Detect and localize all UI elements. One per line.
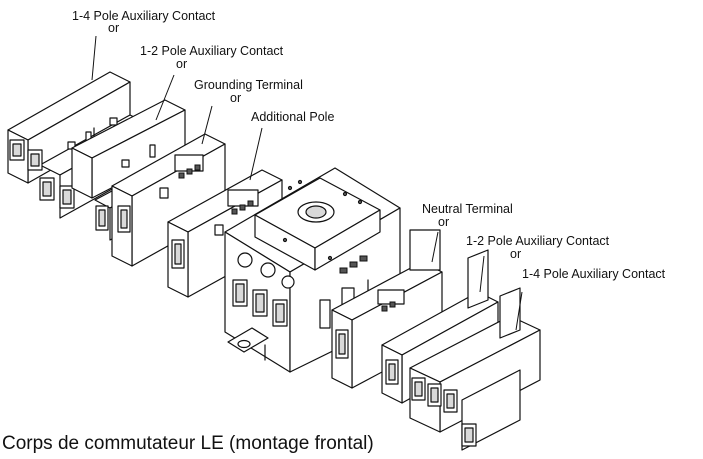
callout-right-2-label: 1-2 Pole Auxiliary Contact <box>466 234 610 248</box>
switch-body <box>224 167 401 373</box>
callout-left-3-label: Grounding Terminal <box>194 78 303 92</box>
neutral-terminal-right <box>331 229 443 389</box>
callout-left-1-or: or <box>108 21 120 35</box>
figure-caption: Corps de commutateur LE (montage frontal… <box>2 433 374 454</box>
callout-left-1-label: 1-4 Pole Auxiliary Contact <box>72 9 216 23</box>
callout-left-2-or: or <box>176 57 188 71</box>
callout-right-3-label: 1-4 Pole Auxiliary Contact <box>522 267 666 281</box>
callout-left-3-or: or <box>230 91 242 105</box>
aux-contact-1-4-right <box>409 287 541 451</box>
callout-left-4-label: Additional Pole <box>251 110 335 124</box>
callout-right-1-label: Neutral Terminal <box>422 202 513 216</box>
leader-lines <box>91 35 523 331</box>
grounding-terminal-left <box>111 133 226 267</box>
callout-right-1-or: or <box>438 215 450 229</box>
callout-left-2-label: 1-2 Pole Auxiliary Contact <box>140 44 284 58</box>
callout-right-2-or: or <box>510 247 522 261</box>
